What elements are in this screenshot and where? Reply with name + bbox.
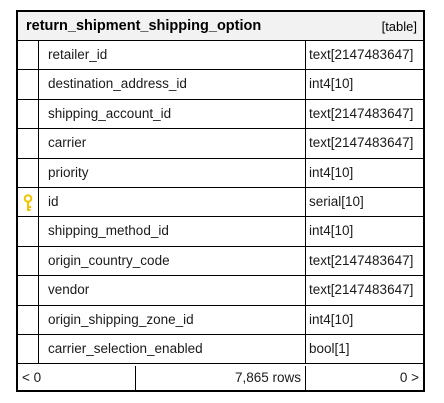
column-name-cell: destination_address_id bbox=[38, 70, 306, 99]
column-type-cell: text[2147483647] bbox=[306, 41, 423, 69]
key-cell bbox=[18, 217, 38, 245]
column-name: carrier bbox=[48, 135, 87, 151]
key-cell bbox=[18, 41, 38, 69]
column-type: int4[10] bbox=[309, 164, 354, 180]
key-cell bbox=[18, 306, 38, 334]
column-name-cell: retailer_id bbox=[38, 41, 306, 70]
column-type-cell: int4[10] bbox=[306, 159, 423, 187]
column-row[interactable]: destination_address_id int4[10] bbox=[18, 70, 423, 100]
key-cell bbox=[18, 276, 38, 304]
column-type: serial[10] bbox=[309, 193, 364, 209]
parent-relations-link[interactable]: < 0 bbox=[18, 366, 136, 390]
column-type: text[2147483647] bbox=[309, 105, 414, 121]
column-type: int4[10] bbox=[309, 76, 354, 92]
key-cell bbox=[18, 129, 38, 157]
column-type: text[2147483647] bbox=[309, 135, 414, 151]
row-count-cell: 7,865 rows bbox=[136, 366, 306, 390]
column-row[interactable]: id serial[10] bbox=[18, 187, 423, 218]
key-cell bbox=[18, 335, 38, 363]
column-name-cell: shipping_account_id bbox=[38, 99, 306, 129]
column-name-cell: priority bbox=[38, 158, 306, 187]
key-cell bbox=[18, 70, 38, 98]
column-name: id bbox=[48, 193, 59, 209]
key-cell bbox=[18, 100, 38, 128]
child-relations-link[interactable]: 0 > bbox=[306, 366, 423, 390]
column-type: bool[1] bbox=[309, 340, 350, 356]
parent-relations-label: < 0 bbox=[22, 370, 42, 385]
column-type: text[2147483647] bbox=[309, 47, 414, 62]
column-row[interactable]: shipping_method_id int4[10] bbox=[18, 217, 423, 247]
column-row[interactable]: priority int4[10] bbox=[18, 158, 423, 188]
column-type-cell: int4[10] bbox=[306, 70, 423, 98]
column-row[interactable]: shipping_account_id text[2147483647] bbox=[18, 99, 423, 130]
column-row[interactable]: vendor text[2147483647] bbox=[18, 276, 423, 306]
column-name-cell: origin_shipping_zone_id bbox=[38, 305, 306, 334]
column-name-cell: carrier_selection_enabled bbox=[38, 334, 306, 364]
column-row[interactable]: origin_country_code text[2147483647] bbox=[18, 246, 423, 277]
column-name: carrier_selection_enabled bbox=[48, 340, 203, 356]
column-row[interactable]: retailer_id text[2147483647] bbox=[18, 41, 423, 71]
column-name: shipping_account_id bbox=[48, 105, 172, 121]
column-row[interactable]: origin_shipping_zone_id int4[10] bbox=[18, 305, 423, 335]
column-type-cell: text[2147483647] bbox=[306, 247, 423, 275]
column-name: destination_address_id bbox=[48, 76, 187, 92]
key-cell bbox=[18, 159, 38, 187]
column-name-cell: id bbox=[38, 187, 306, 217]
column-type-cell: int4[10] bbox=[306, 306, 423, 334]
column-name: shipping_method_id bbox=[48, 223, 169, 239]
column-name: priority bbox=[48, 164, 89, 180]
column-row[interactable]: carrier text[2147483647] bbox=[18, 129, 423, 159]
column-name-cell: carrier bbox=[38, 129, 306, 158]
column-name: retailer_id bbox=[48, 47, 108, 62]
column-type: text[2147483647] bbox=[309, 282, 414, 298]
child-relations-label: 0 > bbox=[399, 370, 419, 385]
key-cell bbox=[18, 247, 38, 275]
column-type-cell: text[2147483647] bbox=[306, 100, 423, 128]
column-name: origin_shipping_zone_id bbox=[48, 311, 194, 327]
column-name-cell: shipping_method_id bbox=[38, 217, 306, 246]
column-type: int4[10] bbox=[309, 311, 354, 327]
column-type-cell: text[2147483647] bbox=[306, 129, 423, 157]
table-node[interactable]: return_shipment_shipping_option [table] … bbox=[16, 10, 425, 392]
column-type-cell: text[2147483647] bbox=[306, 276, 423, 304]
primary-key-icon bbox=[23, 194, 33, 211]
table-footer: < 0 7,865 rows 0 > bbox=[18, 366, 423, 390]
column-name-cell: origin_country_code bbox=[38, 246, 306, 276]
column-type: int4[10] bbox=[309, 223, 354, 239]
column-name: origin_country_code bbox=[48, 252, 170, 268]
column-type-cell: int4[10] bbox=[306, 217, 423, 245]
column-name: vendor bbox=[48, 282, 90, 298]
table-kind-label: [table] bbox=[381, 19, 417, 34]
column-name-cell: vendor bbox=[38, 276, 306, 305]
column-list: retailer_id text[2147483647] destination_a… bbox=[18, 41, 423, 365]
key-cell bbox=[18, 188, 38, 216]
column-type: text[2147483647] bbox=[309, 252, 414, 268]
column-row[interactable]: carrier_selection_enabled bool[1] bbox=[18, 334, 423, 365]
table-header[interactable]: return_shipment_shipping_option [table] bbox=[18, 12, 423, 41]
table-title: return_shipment_shipping_option bbox=[26, 18, 262, 34]
column-type-cell: bool[1] bbox=[306, 335, 423, 363]
column-type-cell: serial[10] bbox=[306, 188, 423, 216]
row-count: 7,865 rows bbox=[234, 370, 301, 385]
